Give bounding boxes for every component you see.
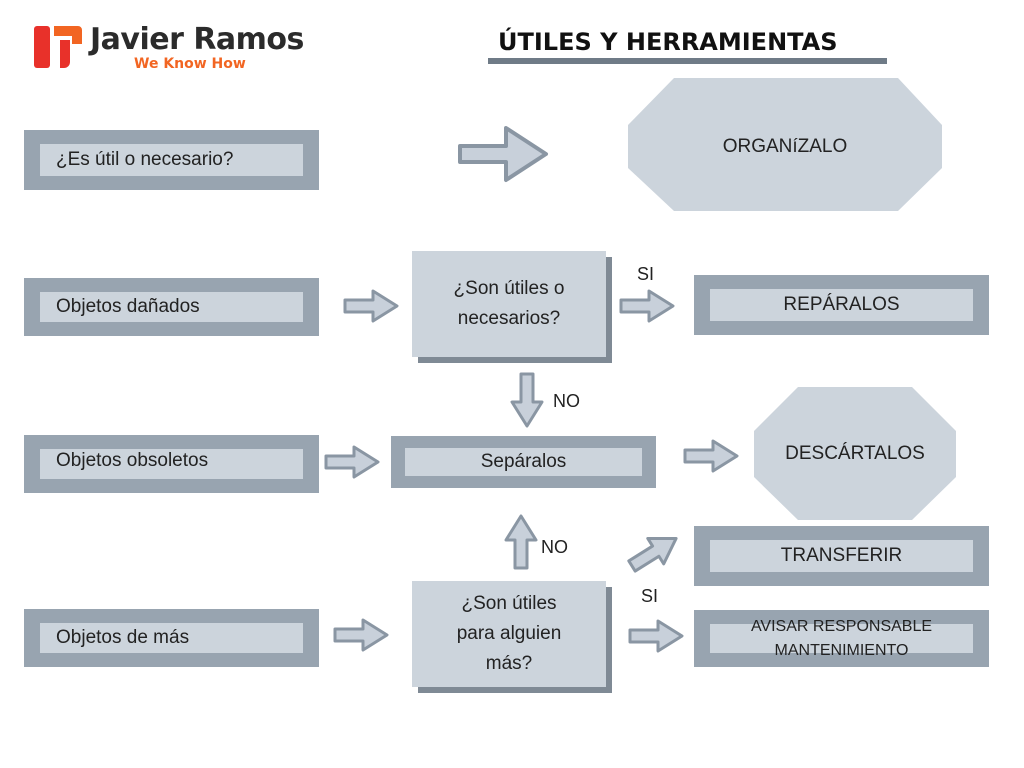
descartalos-label: DESCÁRTALOS bbox=[785, 443, 925, 464]
node-avisar-label: AVISAR RESPONSABLE MANTENIMIENTO bbox=[750, 617, 933, 659]
decision-son-utiles-necesarios: ¿Son útiles o necesarios? bbox=[412, 251, 606, 357]
label-si-bottom: SI bbox=[641, 586, 659, 606]
arrow-danados-to-question bbox=[343, 289, 399, 323]
logo-tagline: We Know How bbox=[134, 56, 246, 72]
node-objetos-de-mas: Objetos de más bbox=[24, 609, 319, 667]
arrow-question2-up-separalos bbox=[504, 514, 538, 570]
arrow-util-to-organizalo bbox=[458, 126, 548, 182]
arrow-obsoletos-to-separalos bbox=[324, 445, 380, 479]
node-util-question: ¿Es útil o necesario? bbox=[24, 130, 319, 190]
node-separalos-label: Sepáralos bbox=[480, 451, 567, 472]
arrow-de-mas-to-question2 bbox=[333, 618, 389, 652]
node-separalos: Sepáralos bbox=[391, 436, 656, 488]
node-objetos-obsoletos-label: Objetos obsoletos bbox=[56, 450, 209, 471]
node-reparalos: REPÁRALOS bbox=[694, 275, 989, 335]
organizalo-label: ORGANíZALO bbox=[722, 136, 848, 157]
organizalo-octagon bbox=[628, 78, 942, 211]
node-util-question-label: ¿Es útil o necesario? bbox=[56, 149, 234, 170]
arrow-question2-to-avisar bbox=[628, 619, 684, 653]
logo-mark-icon bbox=[34, 26, 82, 68]
page-title: ÚTILES Y HERRAMIENTAS bbox=[498, 28, 838, 56]
arrow-question2-to-transferir bbox=[622, 524, 686, 581]
arrow-question-down-separalos bbox=[510, 372, 544, 428]
node-objetos-de-mas-label: Objetos de más bbox=[56, 627, 190, 648]
label-no-top: NO bbox=[553, 391, 580, 411]
node-objetos-danados-label: Objetos dañados bbox=[56, 296, 200, 317]
descartalos-octagon bbox=[754, 387, 956, 520]
node-avisar: AVISAR RESPONSABLE MANTENIMIENTO bbox=[694, 610, 989, 667]
decision-son-utiles-necesarios-label: ¿Son útiles o necesarios? bbox=[453, 278, 565, 329]
label-si-top: SI bbox=[637, 264, 655, 284]
node-transferir: TRANSFERIR bbox=[694, 526, 989, 586]
arrow-question-to-reparalos bbox=[619, 289, 675, 323]
decision-son-utiles-alguien: ¿Son útiles para alguien más? bbox=[412, 581, 606, 687]
decision-son-utiles-alguien-label: ¿Son útiles para alguien más? bbox=[456, 593, 562, 674]
arrow-separalos-to-descartalos bbox=[683, 439, 739, 473]
node-objetos-danados: Objetos dañados bbox=[24, 278, 319, 336]
title-underline bbox=[488, 58, 887, 64]
node-reparalos-label: REPÁRALOS bbox=[783, 294, 900, 315]
node-transferir-label: TRANSFERIR bbox=[780, 545, 903, 566]
label-no-bottom: NO bbox=[541, 537, 568, 557]
logo-name: Javier Ramos bbox=[90, 22, 304, 57]
node-objetos-obsoletos: Objetos obsoletos bbox=[24, 435, 319, 493]
